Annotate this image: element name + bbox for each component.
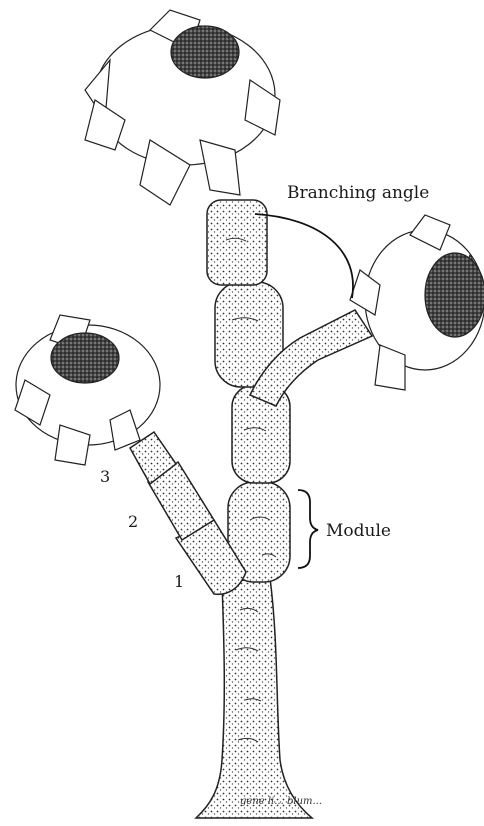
artist-signature: gene li... blum... bbox=[240, 796, 322, 807]
main-stem bbox=[196, 200, 312, 818]
module-number-2: 2 bbox=[128, 512, 138, 531]
stem-base bbox=[196, 578, 312, 818]
top-rosette bbox=[85, 10, 280, 205]
branching-angle-label: Branching angle bbox=[287, 183, 429, 203]
module-number-3: 3 bbox=[100, 467, 110, 486]
module-label: Module bbox=[326, 521, 391, 541]
module-number-1: 1 bbox=[174, 572, 184, 591]
module-brace bbox=[298, 490, 318, 568]
stem-module-1 bbox=[207, 200, 267, 285]
right-rosette bbox=[350, 215, 484, 390]
